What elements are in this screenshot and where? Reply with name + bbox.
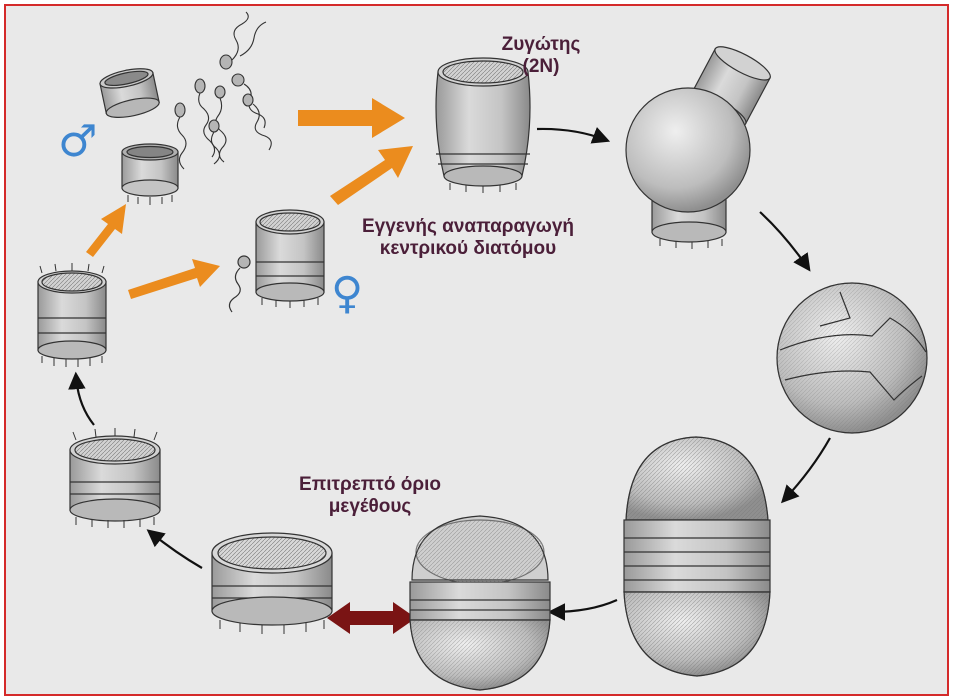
size-limit-line2: μεγέθους (270, 496, 470, 518)
zygote-label: Ζυγώτης (2N) (486, 34, 596, 78)
arrow-smaller-to-cycle-start (76, 376, 94, 425)
zygote-cell (436, 58, 530, 193)
male-empty-frustules (98, 65, 178, 205)
orange-arrow-to-female (128, 259, 220, 299)
orange-arrows (86, 98, 413, 299)
sphere-initial-cell (777, 283, 927, 433)
orange-arrow-egg-to-zygote (330, 146, 413, 205)
sexual-reproduction-line2: κεντρικού διατόμου (318, 238, 618, 260)
male-symbol-icon: ♂ (58, 116, 97, 167)
double-arrow-size-limit (327, 602, 416, 634)
diatom-cell-large (624, 437, 770, 676)
arrow-sphere-to-large-cell (784, 438, 830, 500)
diatom-cell-small-limit (212, 533, 332, 634)
female-egg-cell (229, 210, 324, 312)
orange-arrow-sperm-to-zygote (298, 98, 405, 138)
arrow-auxospore-to-sphere (760, 212, 808, 268)
sperm-cells (175, 12, 271, 169)
sexual-reproduction-line1: Εγγενής αναπαραγωγή (318, 216, 618, 238)
diatom-cell-limit-right (410, 516, 550, 690)
auxospore-cell (626, 41, 774, 249)
size-limit-line1: Επιτρεπτό όριο (270, 474, 470, 496)
female-symbol-icon: ♀ (331, 268, 363, 319)
arrow-large-to-limit-cell (552, 600, 617, 612)
diatom-cell-cycle-start (38, 263, 106, 367)
zygote-label-line1: Ζυγώτης (486, 34, 596, 56)
orange-arrow-to-male (86, 204, 126, 257)
arrow-zygote-to-auxospore (537, 129, 606, 140)
arrow-small-to-smaller (150, 532, 202, 568)
diatom-cell-smaller (70, 428, 160, 528)
size-limit-label: Επιτρεπτό όριο μεγέθους (270, 474, 470, 518)
sexual-reproduction-label: Εγγενής αναπαραγωγή κεντρικού διατόμου (318, 216, 618, 260)
zygote-label-line2: (2N) (486, 56, 596, 78)
